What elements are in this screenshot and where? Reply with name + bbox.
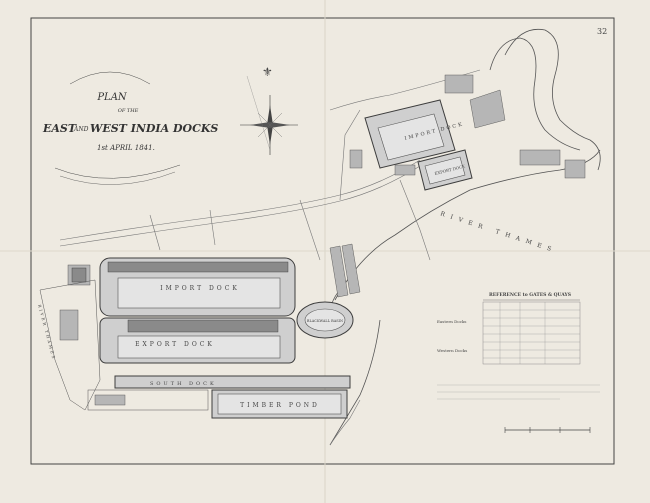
west-import-dock: IMPORT DOCK <box>99 257 296 317</box>
blackwall-basin: BLACKWALL BASIN <box>296 301 354 339</box>
east-import-dock: IMPORT DOCK <box>364 99 465 169</box>
svg-text:⚜: ⚜ <box>262 65 273 79</box>
map-border <box>30 17 615 465</box>
compass-rose-icon: ⚜ <box>240 65 298 155</box>
west-import-dock-label: IMPORT DOCK <box>160 285 240 292</box>
timber-pond-label: TIMBER POND <box>240 402 320 409</box>
scale-bar <box>504 427 591 433</box>
sheet-number: 32 <box>597 27 607 36</box>
reference-eastern: Eastern Docks <box>437 319 466 324</box>
lower-road <box>329 399 361 446</box>
timber-pond: TIMBER POND <box>211 389 348 419</box>
south-dock: SOUTH DOCK <box>114 375 351 389</box>
title-line1: PLAN <box>96 92 128 103</box>
title-east: EAST <box>42 122 77 135</box>
title-line2: OF THE <box>118 108 139 114</box>
reference-heading: REFERENCE to GATES & QUAYS <box>489 292 571 298</box>
west-end-buildings <box>39 264 209 411</box>
blackwall-basin-label: BLACKWALL BASIN <box>307 319 343 323</box>
west-export-dock: EXPORT DOCK <box>99 317 296 364</box>
east-export-dock: EXPORT DOCK <box>417 149 473 191</box>
title-and: AND <box>73 126 89 133</box>
title-date: 1st APRIL 1841. <box>97 144 155 152</box>
title-cartouche: PLAN OF THE EAST AND WEST INDIA DOCKS 1s… <box>42 71 218 185</box>
reference-western: Western Docks <box>437 348 467 353</box>
diagonal-warehouses <box>329 243 361 298</box>
reference-table: REFERENCE to GATES & QUAYS Eastern Docks… <box>437 292 600 400</box>
west-export-dock-label: EXPORT DOCK <box>135 341 215 348</box>
road-network <box>59 69 481 261</box>
east-dock-buildings <box>349 74 586 179</box>
south-dock-label: SOUTH DOCK <box>150 381 217 387</box>
title-west-india-docks: WEST INDIA DOCKS <box>90 122 218 135</box>
